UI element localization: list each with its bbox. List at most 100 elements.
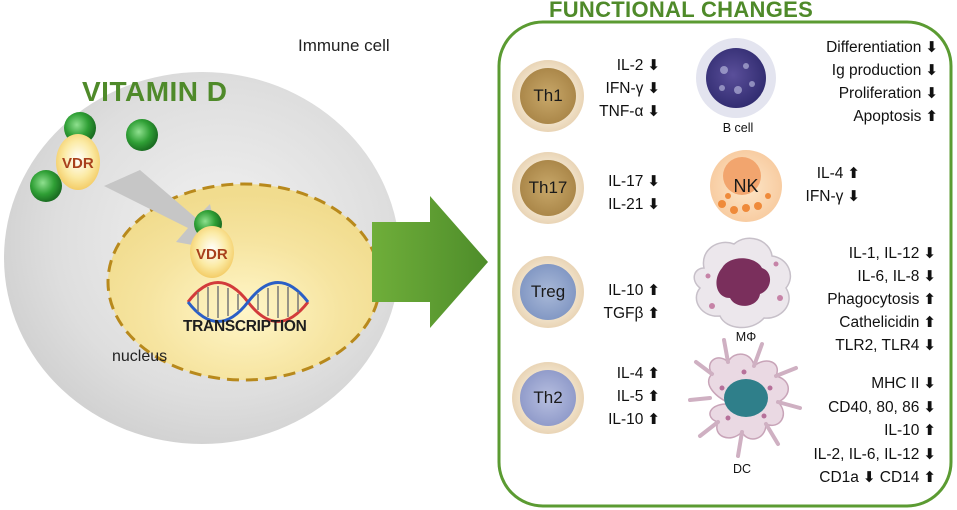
up-arrow-icon: ⬆ bbox=[647, 305, 660, 322]
effect-row: TLR2, TLR4⬇ bbox=[835, 336, 936, 355]
effect-row: Apoptosis⬆ bbox=[853, 107, 938, 126]
up-arrow-icon: ⬆ bbox=[923, 291, 936, 308]
effect-row: IFN-γ⬇ bbox=[806, 187, 860, 206]
nucleus-label: nucleus bbox=[112, 348, 168, 365]
effect-label: IL-17 bbox=[608, 173, 644, 190]
th17-label: Th17 bbox=[528, 178, 568, 197]
effect-label: Proliferation bbox=[838, 85, 922, 102]
up-arrow-icon: ⬆ bbox=[647, 388, 660, 405]
down-arrow-icon: ⬇ bbox=[923, 268, 936, 285]
effect-row: TNF-α⬇ bbox=[599, 102, 660, 121]
effect-label: IL-4 bbox=[616, 365, 644, 382]
effect-label: CD40, 80, 86 bbox=[828, 398, 920, 416]
effect-label: IL-2, IL-6, IL-12 bbox=[813, 445, 920, 463]
up-arrow-icon: ⬆ bbox=[647, 282, 660, 299]
vdr-label: VDR bbox=[62, 155, 94, 172]
up-arrow-icon: ⬆ bbox=[923, 469, 936, 486]
effect-label: IL-10 bbox=[608, 282, 644, 299]
up-arrow-icon: ⬆ bbox=[923, 314, 936, 331]
effect-row: IL-2⬇ bbox=[617, 56, 660, 75]
down-arrow-icon: ⬇ bbox=[923, 245, 936, 262]
effect-label: Ig production bbox=[831, 62, 922, 79]
effect-row: Proliferation⬇ bbox=[839, 84, 938, 103]
up-arrow-icon: ⬆ bbox=[647, 365, 660, 382]
th1-label: Th1 bbox=[533, 86, 563, 105]
down-arrow-icon: ⬇ bbox=[847, 188, 860, 205]
effect-label: TLR2, TLR4 bbox=[835, 337, 920, 354]
effect-row: IL-2, IL-6, IL-12⬇ bbox=[813, 445, 936, 464]
down-arrow-icon: ⬇ bbox=[647, 196, 660, 213]
down-arrow-icon: ⬇ bbox=[923, 375, 936, 392]
effect-row: Differentiation⬇ bbox=[826, 38, 938, 57]
macrophage-label: MΦ bbox=[735, 330, 757, 344]
effect-label: IFN-γ bbox=[805, 188, 844, 205]
up-arrow-icon: ⬆ bbox=[925, 108, 938, 125]
down-arrow-icon: ⬇ bbox=[923, 337, 936, 354]
effect-row: IL-4⬆ bbox=[617, 364, 660, 383]
effect-label: TNF-α bbox=[599, 103, 644, 120]
down-arrow-icon: ⬇ bbox=[925, 62, 938, 79]
effect-label: IL-10 bbox=[608, 411, 644, 428]
effect-label: Apoptosis bbox=[853, 108, 922, 125]
immune-cell-label: Immune cell bbox=[298, 36, 390, 55]
vitamin-d-title: VITAMIN D bbox=[82, 76, 228, 107]
up-arrow-icon: ⬆ bbox=[923, 422, 936, 439]
vitamin-d-ligand bbox=[126, 119, 158, 151]
effect-label: IL-4 bbox=[816, 165, 844, 182]
effect-row: Cathelicidin⬆ bbox=[839, 313, 936, 332]
effect-row: IL-4⬆ bbox=[817, 164, 860, 183]
effect-row: IL-10⬆ bbox=[884, 421, 936, 440]
effect-row: IL-21⬇ bbox=[608, 195, 660, 214]
effect-label: Differentiation bbox=[826, 39, 922, 56]
effect-row: IL-1, IL-12⬇ bbox=[849, 244, 936, 263]
vdr-receptor bbox=[56, 134, 100, 190]
dc-label: DC bbox=[732, 462, 752, 476]
effect-label: IL-2 bbox=[616, 57, 644, 74]
vdr-receptor bbox=[190, 226, 234, 278]
effect-row: CD1a⬇ CD14⬆ bbox=[819, 468, 936, 487]
down-arrow-icon: ⬇ bbox=[923, 398, 936, 416]
vdr-label: VDR bbox=[196, 246, 228, 263]
effect-label: TGFβ bbox=[603, 305, 644, 322]
macrophage-nucleus bbox=[716, 258, 771, 306]
nk-nucleus bbox=[723, 157, 761, 195]
effect-row: TGFβ⬆ bbox=[604, 304, 661, 323]
down-arrow-icon: ⬇ bbox=[647, 57, 660, 74]
treg-nucleus bbox=[520, 264, 576, 320]
th17-nucleus bbox=[520, 160, 576, 216]
th2-label: Th2 bbox=[533, 388, 563, 407]
down-arrow-icon: ⬇ bbox=[925, 39, 938, 56]
translocation-arrow bbox=[104, 170, 220, 250]
effect-row: IL-10⬆ bbox=[608, 281, 660, 300]
b-cell-nucleus bbox=[706, 48, 766, 108]
functional-changes-title: FUNCTIONAL CHANGES bbox=[549, 0, 814, 22]
effect-label: IFN-γ bbox=[605, 80, 644, 97]
effect-label: Cathelicidin bbox=[839, 314, 920, 331]
up-arrow-icon: ⬆ bbox=[647, 411, 660, 428]
effect-label: CD14 bbox=[879, 469, 920, 486]
th2-nucleus bbox=[520, 370, 576, 426]
effect-label: IL-10 bbox=[884, 422, 920, 439]
effect-label: IL-21 bbox=[608, 196, 644, 213]
effect-label: IL-5 bbox=[616, 388, 644, 405]
big-right-arrow bbox=[372, 196, 488, 328]
effect-row: IFN-γ⬇ bbox=[606, 79, 660, 98]
transcription-label: TRANSCRIPTION bbox=[183, 318, 307, 335]
effect-row: Phagocytosis⬆ bbox=[827, 290, 936, 309]
down-arrow-icon: ⬇ bbox=[925, 85, 938, 102]
effect-row: Ig production⬇ bbox=[832, 61, 938, 80]
effect-label: Phagocytosis bbox=[827, 291, 920, 308]
effect-row: IL-10⬆ bbox=[608, 410, 660, 429]
th1-nucleus bbox=[520, 68, 576, 124]
dna-helix-icon bbox=[186, 281, 310, 323]
effect-label: MHC II bbox=[871, 375, 920, 392]
b-cell-label: B cell bbox=[722, 121, 754, 135]
down-arrow-icon: ⬇ bbox=[647, 173, 660, 190]
effect-row: IL-5⬆ bbox=[617, 387, 660, 406]
effect-label: IL-1, IL-12 bbox=[848, 245, 920, 262]
effect-label: CD1a bbox=[819, 469, 859, 486]
down-arrow-icon: ⬇ bbox=[647, 80, 660, 97]
